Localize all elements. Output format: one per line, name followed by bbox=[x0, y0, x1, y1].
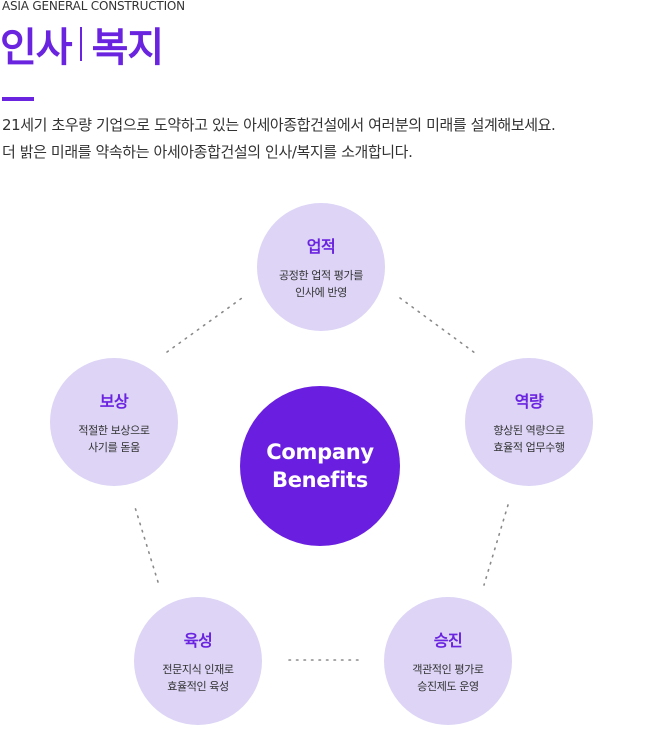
benefit-desc-2: 효율적 업무수행 bbox=[493, 441, 565, 454]
intro-description: 21세기 초우량 기업으로 도약하고 있는 아세아종합건설에서 여러분의 미래를… bbox=[2, 112, 666, 166]
benefit-desc-1: 전문지식 인재로 bbox=[162, 663, 234, 676]
page-title-right: 복지 bbox=[91, 25, 165, 71]
benefit-desc-1: 적절한 보상으로 bbox=[78, 424, 150, 437]
benefit-desc-2: 인사에 반영 bbox=[295, 286, 347, 299]
connector-performance-competency bbox=[399, 297, 476, 354]
benefit-title: 역량 bbox=[514, 392, 544, 411]
benefit-title: 승진 bbox=[433, 631, 463, 650]
intro-line-2: 더 밝은 미래를 약속하는 아세아종합건설의 인사/복지를 소개합니다. bbox=[2, 143, 413, 161]
benefit-circle-reward: 보상 적절한 보상으로 사기를 돋움 bbox=[50, 358, 178, 486]
center-line-2: Benefits bbox=[272, 468, 368, 492]
intro-line-1: 21세기 초우량 기업으로 도약하고 있는 아세아종합건설에서 여러분의 미래를… bbox=[2, 116, 556, 134]
benefit-title: 업적 bbox=[306, 237, 336, 256]
benefit-circle-performance: 업적 공정한 업적 평가를 인사에 반영 bbox=[257, 203, 385, 331]
benefit-title: 육성 bbox=[183, 631, 213, 650]
connector-reward-performance bbox=[166, 297, 243, 353]
company-eyebrow: ASIA GENERAL CONSTRUCTION bbox=[2, 0, 185, 13]
center-line-1: Company bbox=[266, 440, 374, 464]
connector-competency-promotion bbox=[483, 504, 509, 586]
benefit-desc-1: 객관적인 평가로 bbox=[412, 663, 484, 676]
benefit-desc-2: 승진제도 운영 bbox=[417, 680, 479, 693]
benefit-desc-2: 효율적인 육성 bbox=[167, 680, 229, 693]
title-divider bbox=[79, 27, 82, 61]
benefit-desc-1: 공정한 업적 평가를 bbox=[279, 269, 363, 282]
benefit-desc-2: 사기를 돋움 bbox=[88, 441, 140, 454]
connector-training-reward bbox=[133, 503, 159, 583]
benefit-title: 보상 bbox=[99, 392, 129, 411]
title-underline bbox=[2, 97, 34, 101]
benefit-circle-competency: 역량 향상된 역량으로 효율적 업무수행 bbox=[465, 358, 593, 486]
center-circle: Company Benefits bbox=[240, 386, 400, 546]
benefit-desc-1: 향상된 역량으로 bbox=[493, 424, 565, 437]
benefit-circle-promotion: 승진 객관적인 평가로 승진제도 운영 bbox=[384, 597, 512, 725]
benefit-circle-training: 육성 전문지식 인재로 효율적인 육성 bbox=[134, 597, 262, 725]
page-title-left: 인사 bbox=[0, 25, 73, 71]
page-title: 인사 복지 bbox=[0, 16, 165, 72]
